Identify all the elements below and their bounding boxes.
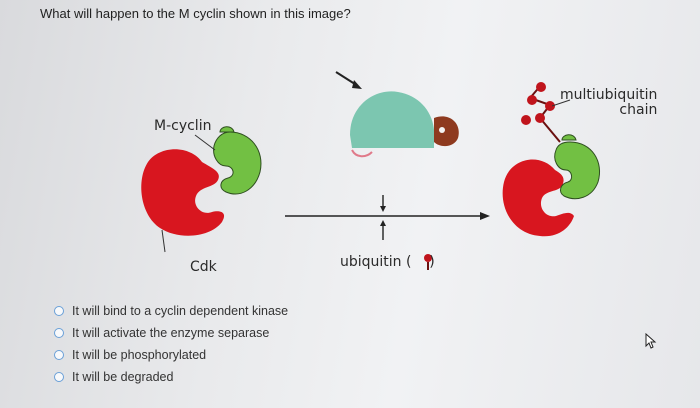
radio-button[interactable]	[54, 372, 64, 382]
cdk-label: Cdk	[190, 259, 217, 275]
ubiquitin-label: ubiquitin ( )	[340, 254, 435, 270]
multiubiquitin-label: multiubiquitin chain	[560, 88, 657, 118]
answer-label: It will be phosphorylated	[72, 348, 207, 362]
answer-option[interactable]: It will be degraded	[54, 366, 288, 388]
ubiquitin-label-suffix: )	[429, 254, 435, 270]
figure-illustration	[141, 71, 600, 270]
cdk-cyclin-complex-right	[502, 82, 600, 237]
radio-button[interactable]	[54, 350, 64, 360]
cdk-cyclin-complex-left	[141, 126, 262, 253]
answer-label: It will activate the enzyme separase	[72, 326, 270, 340]
ubiquitin-label-prefix: ubiquitin (	[340, 254, 412, 270]
answer-options: It will bind to a cyclin dependent kinas…	[54, 300, 288, 388]
answer-option[interactable]: It will activate the enzyme separase	[54, 322, 288, 344]
cell-cycle-figure: M-cyclin Cdk ubiquitin ( ) multiubiquiti…	[100, 40, 660, 290]
radio-button[interactable]	[54, 306, 64, 316]
multiubiquitin-line1: multiubiquitin	[560, 87, 658, 103]
answer-option[interactable]: It will be phosphorylated	[54, 344, 288, 366]
radio-button[interactable]	[54, 328, 64, 338]
multiubiquitin-line2: chain	[619, 102, 658, 118]
ubiquitin-ligase-complex	[335, 71, 459, 158]
answer-option[interactable]: It will bind to a cyclin dependent kinas…	[54, 300, 288, 322]
mouse-cursor-icon	[645, 333, 657, 349]
ubiquitin-legend-icon	[424, 254, 432, 270]
answer-label: It will be degraded	[72, 370, 174, 384]
answer-label: It will bind to a cyclin dependent kinas…	[72, 304, 289, 318]
m-cyclin-label: M-cyclin	[154, 118, 212, 134]
question-text: What will happen to the M cyclin shown i…	[40, 6, 351, 21]
